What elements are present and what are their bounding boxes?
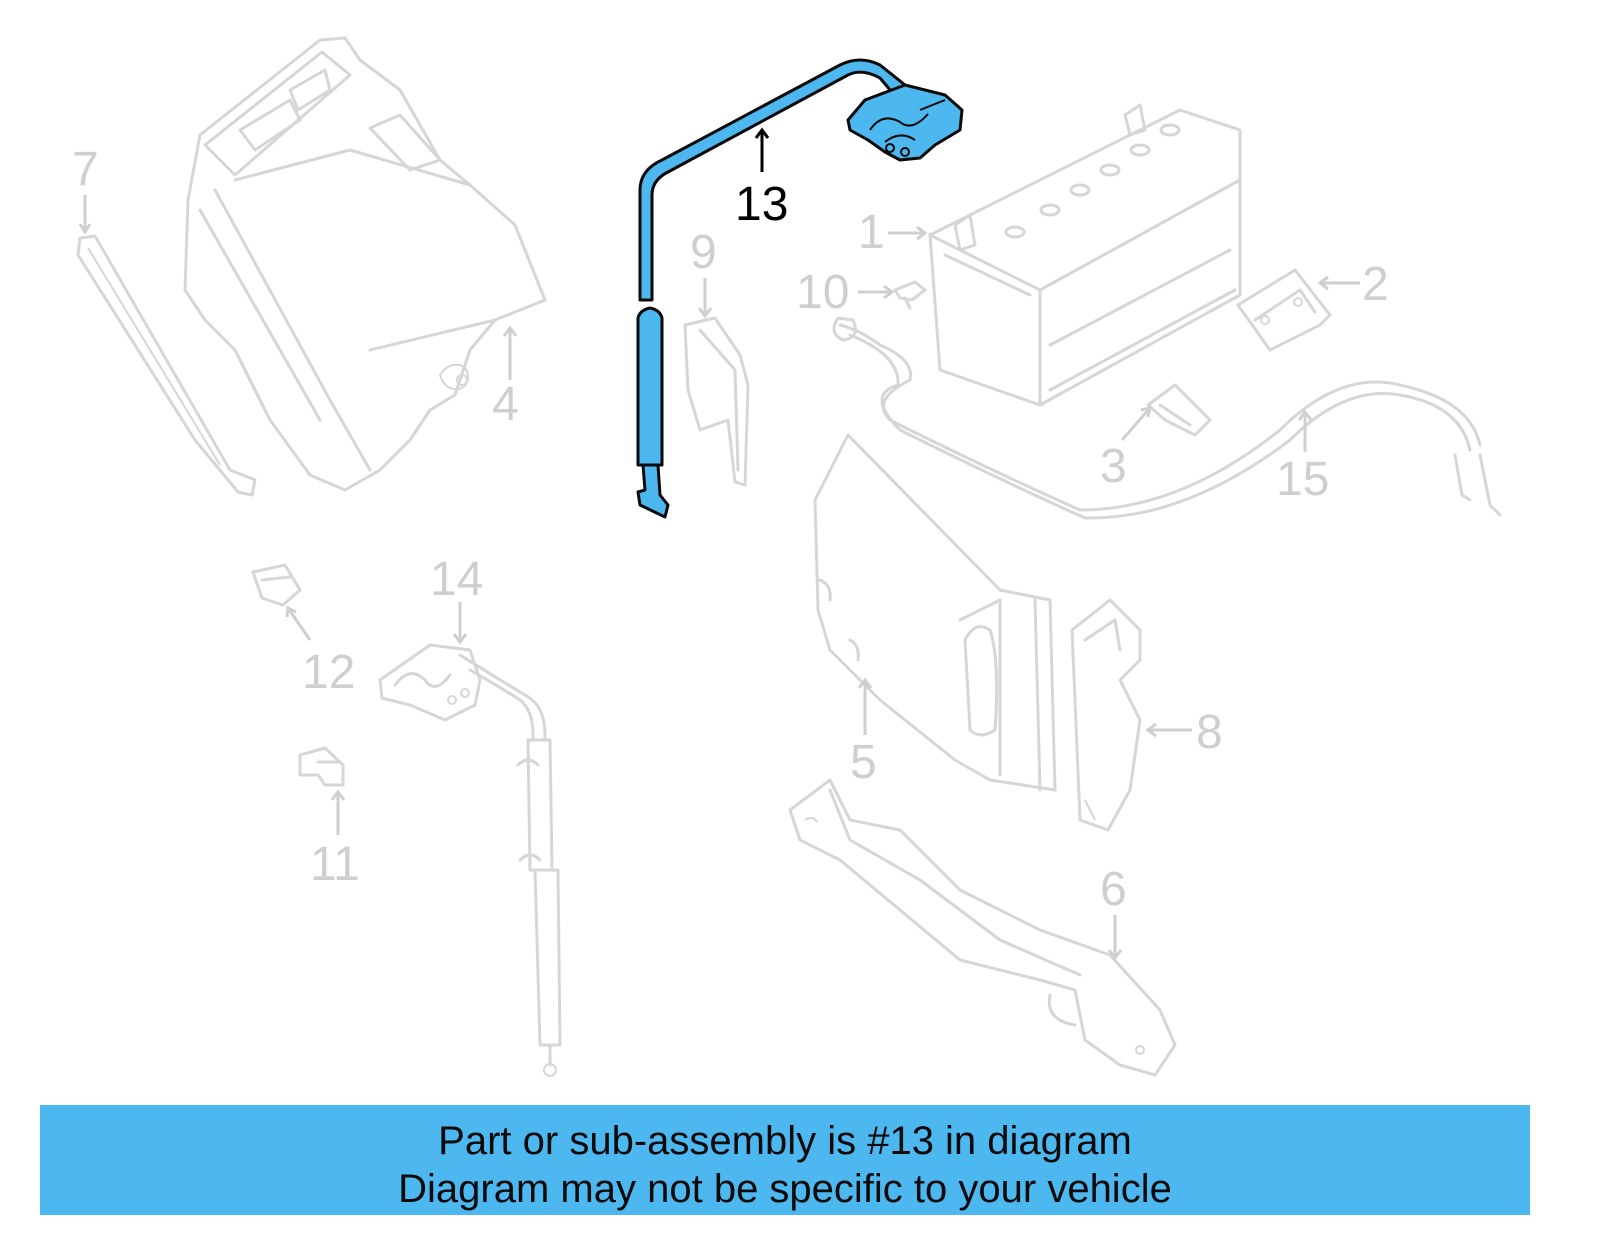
part-2-bracket [1236, 268, 1332, 352]
arrowhead-9 [697, 307, 713, 319]
arrowhead-6 [1107, 949, 1123, 961]
arrowhead-7 [78, 223, 92, 235]
callout-11: 11 [310, 838, 360, 891]
callout-4: 4 [492, 378, 519, 431]
part-15-cable [832, 316, 1502, 520]
leader-3 [1120, 407, 1152, 441]
part-4-housing [183, 36, 547, 492]
part-10-bolt [893, 280, 927, 310]
callout-6: 6 [1100, 863, 1127, 916]
arrowhead-14 [452, 633, 468, 645]
callout-3: 3 [1100, 440, 1127, 493]
callout-13: 13 [735, 178, 788, 231]
part-7-seal-strip [76, 234, 257, 497]
part-6-bracket [788, 778, 1177, 1077]
callout-labels: 7 4 9 13 1 10 2 3 15 5 8 6 14 12 11 [72, 143, 1389, 916]
part-11-clip [298, 746, 345, 787]
arrowhead-8 [1145, 722, 1157, 738]
part-8-bracket [1070, 598, 1142, 832]
callout-12: 12 [302, 646, 355, 699]
callout-7: 7 [72, 143, 99, 196]
callout-1: 1 [858, 206, 885, 259]
arrowhead-12 [285, 605, 297, 618]
part-13-hood-strut [636, 58, 964, 519]
banner-disclaimer-line: Diagram may not be specific to your vehi… [398, 1167, 1172, 1211]
part-14-hood-strut [378, 643, 562, 1077]
arrowhead-11 [330, 789, 346, 801]
callout-9: 9 [690, 226, 717, 279]
arrowhead-4 [502, 325, 518, 337]
arrowhead-10 [883, 284, 895, 300]
arrowhead-1 [916, 225, 928, 241]
callout-5: 5 [850, 736, 877, 789]
callout-2: 2 [1362, 258, 1389, 311]
callout-14: 14 [430, 553, 483, 606]
arrowhead-2 [1317, 275, 1329, 291]
arrowhead-3 [1140, 406, 1152, 418]
part-1-battery [928, 103, 1242, 407]
arrowhead-15 [1297, 409, 1313, 421]
part-9-bracket [683, 316, 750, 487]
callout-15: 15 [1276, 453, 1329, 506]
callout-8: 8 [1196, 706, 1223, 759]
part-info-banner: Part or sub-assembly is #13 in diagram D… [40, 1105, 1530, 1215]
arrowhead-13 [754, 127, 770, 139]
banner-part-line: Part or sub-assembly is #13 in diagram [438, 1119, 1132, 1163]
arrowhead-5 [857, 677, 873, 689]
callout-10: 10 [796, 266, 849, 319]
part-12-clip [251, 563, 302, 607]
part-5-panel [813, 433, 1057, 792]
leader-12 [286, 607, 312, 641]
leader-lines [78, 127, 1360, 961]
part-3-clip [1146, 383, 1212, 437]
